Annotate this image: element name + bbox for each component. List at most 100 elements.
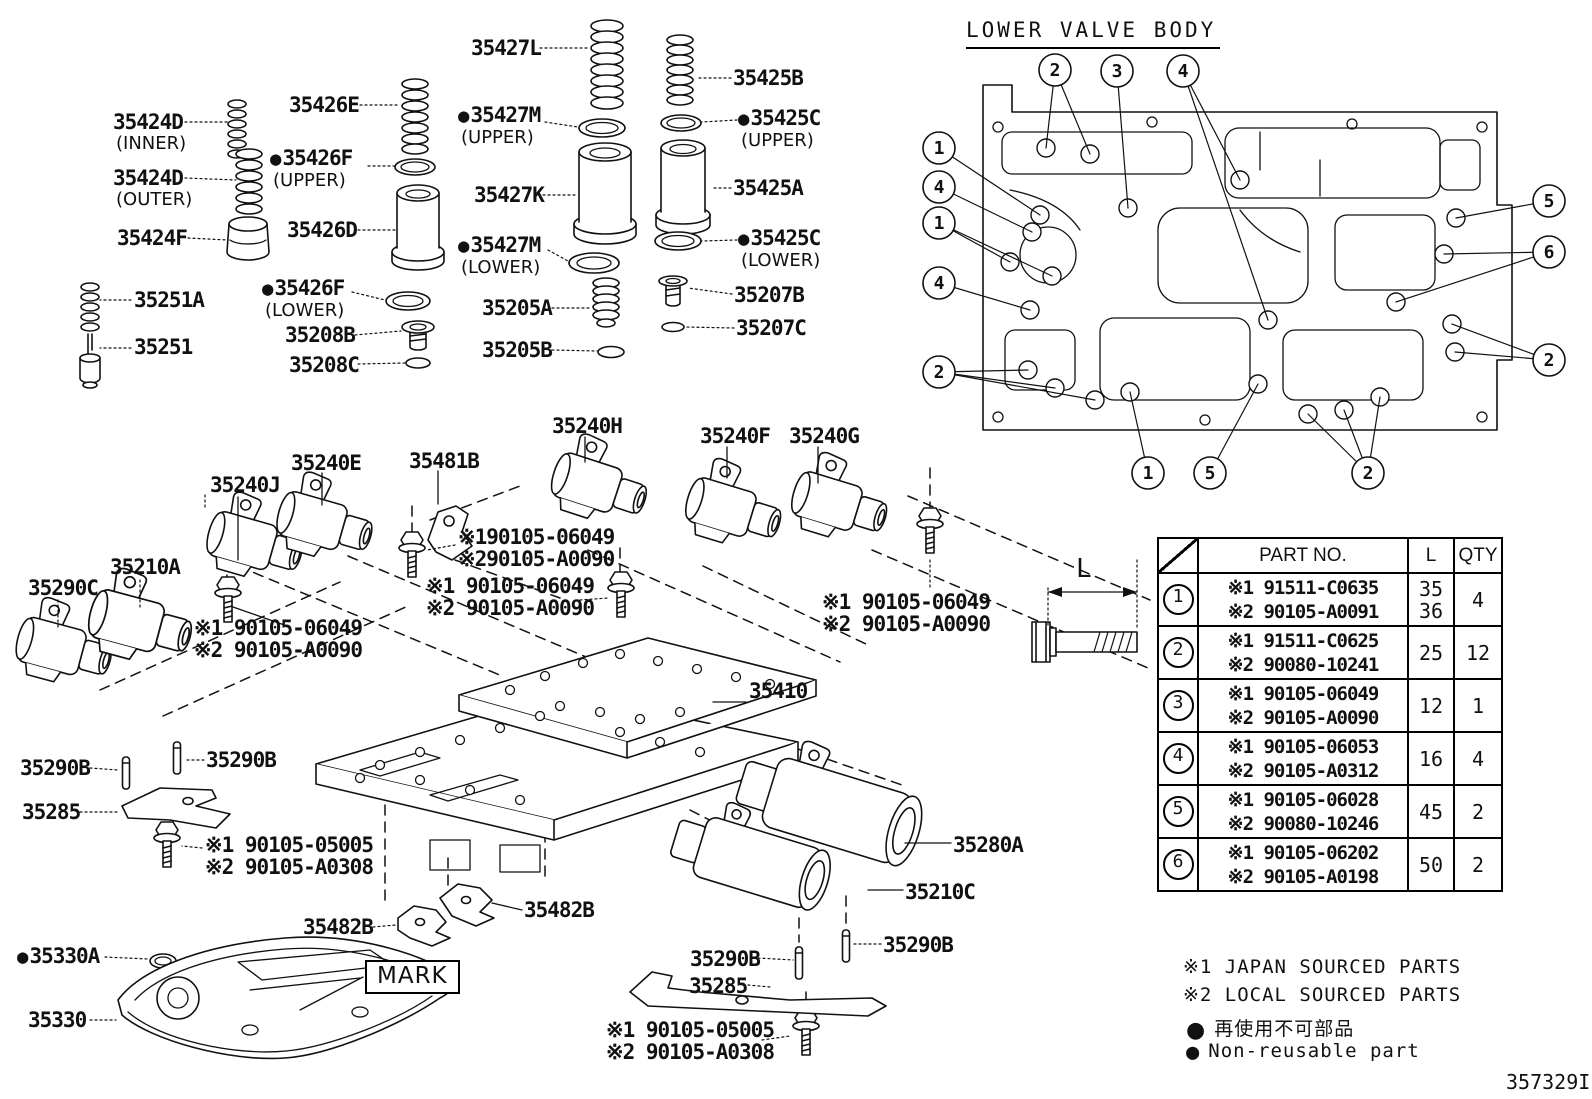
part-number: 35426E (289, 93, 360, 117)
part-label-35425c: ●35425C(LOWER) (738, 227, 821, 271)
part-number: 35210A (110, 555, 181, 579)
part-position-note: (OUTER) (116, 189, 193, 210)
part-label-35240f: 35240F (700, 425, 771, 447)
part-label-35330a: ●35330A (17, 944, 100, 968)
part-number: 35425C (750, 106, 821, 130)
document-code: 357329I (1506, 1070, 1591, 1094)
part-label-35240g: 35240G (789, 425, 860, 447)
non-reusable-dot: ● (738, 108, 750, 130)
non-reusable-dot: ● (738, 228, 750, 250)
part-number: 35427L (471, 36, 542, 60)
pin-35290B-2 (172, 741, 182, 775)
part-number: 35240J (210, 473, 281, 497)
callout-leader (1182, 70, 1269, 321)
pin-35290B-3 (794, 946, 804, 980)
part-number: 35425A (733, 176, 804, 200)
part-number: 35426F (282, 146, 353, 170)
callout-number: 2 (1363, 463, 1374, 484)
part-label-35425c: ●35425C(UPPER) (738, 106, 821, 151)
part-number: ※1 90105-06049 (426, 574, 595, 598)
part-label-35424d: 35424D(INNER) (113, 111, 186, 154)
qty-value: 1 (1453, 678, 1503, 733)
non-reusable-dot: ● (458, 235, 470, 257)
callout-number: 2 (1544, 350, 1555, 371)
part-label-35290c: 35290C (28, 577, 99, 599)
bolt-90105-06049-c (607, 571, 635, 618)
callout-circle (1166, 54, 1200, 88)
solenoid-35240F (677, 452, 794, 558)
part-number: 35482B (524, 898, 595, 922)
length-value: 45 (1418, 799, 1444, 824)
part-no-cell-line: ※2 90080-10246 (1227, 812, 1380, 835)
callout-number: 4 (1178, 61, 1189, 82)
part-number: 35330A (29, 944, 100, 968)
part-position-note: (UPPER) (461, 127, 534, 148)
part-label-35207c: 35207C (736, 317, 807, 339)
spring-35251A (80, 282, 100, 332)
dimension-label: L (1076, 554, 1092, 584)
oring-35205B (597, 345, 625, 359)
pin-35290B-1 (121, 756, 131, 790)
callout-circle (1131, 456, 1165, 490)
ref-number-badge: 6 (1162, 849, 1194, 880)
length-value: 50 (1418, 852, 1444, 877)
part-label-35481b: 35481B (409, 450, 480, 472)
callout-circle (922, 206, 956, 240)
non-reusable-dot: ● (1186, 1018, 1207, 1043)
part-label-35427m: ●35427M(LOWER) (458, 233, 541, 278)
spring-35424D-outer (235, 148, 263, 215)
part-label-19010506049: ※190105-06049※290105-A0090 (458, 526, 615, 570)
part-no-cell-line: ※1 90105-06053 (1227, 735, 1380, 758)
part-label-19010506049: ※1 90105-06049※2 90105-A0090 (194, 617, 363, 661)
qty-value: 12 (1453, 625, 1503, 680)
part-number: 35427M (470, 233, 541, 257)
dotted-leaders (57, 47, 931, 1041)
callout-circle (1351, 456, 1385, 490)
length-value: 36 (1418, 598, 1444, 623)
part-no-cell-line: ※1 90105-06028 (1227, 788, 1380, 811)
table-corner-cell (1157, 537, 1199, 574)
part-number: 35482B (303, 915, 374, 939)
valve-body-assembly-35410 (315, 637, 817, 873)
oring-35427M-lower (568, 252, 620, 274)
part-label-35427m: ●35427M(UPPER) (458, 104, 541, 148)
col-header-l: L (1407, 537, 1455, 574)
part-label-35482b: 35482B (303, 915, 374, 939)
part-no-cell-line: ※1 90105-06049 (1227, 682, 1380, 705)
part-number: 35240H (552, 414, 623, 438)
oring-35426F-upper (394, 158, 436, 176)
callout-circle (922, 266, 956, 300)
oring-35207C (661, 321, 685, 333)
non-reusable-dot: ● (1186, 1040, 1201, 1065)
ref-number-badge: 2 (1162, 637, 1194, 668)
callout-number: 1 (934, 213, 945, 234)
part-number: 35427K (474, 183, 545, 207)
callout-leader (1116, 70, 1129, 209)
solenoid-35240H (542, 427, 660, 535)
callout-number: 1 (934, 138, 945, 159)
part-label-35285: 35285 (689, 975, 748, 997)
legend-note-2: ※2 LOCAL SOURCED PARTS (1183, 984, 1462, 1006)
clip-35482B-left (397, 905, 451, 947)
ref-number-badge: 1 (1162, 584, 1194, 615)
callout-number: 2 (1050, 60, 1061, 81)
part-no-cell-line: ※2 90105-A0198 (1227, 865, 1380, 888)
part-label-35290b: 35290B (690, 948, 761, 970)
callout-circle (1100, 54, 1134, 88)
piston-35425A (655, 139, 711, 235)
part-label-35290b: 35290B (883, 934, 954, 956)
part-number: ※1 90105-05005 (205, 833, 374, 857)
part-label-19010505005: ※1 90105-05005※2 90105-A0308 (205, 833, 374, 878)
part-label-19010505005: ※1 90105-05005※2 90105-A0308 (606, 1019, 775, 1063)
callout-circle (922, 355, 956, 389)
non-reusable-dot: ● (270, 148, 282, 170)
part-label-35208c: 35208C (289, 354, 360, 376)
qty-value: 2 (1453, 837, 1503, 892)
part-number-alt: ※2 90105-A0090 (822, 612, 991, 636)
clip-35482B-right (439, 883, 495, 927)
